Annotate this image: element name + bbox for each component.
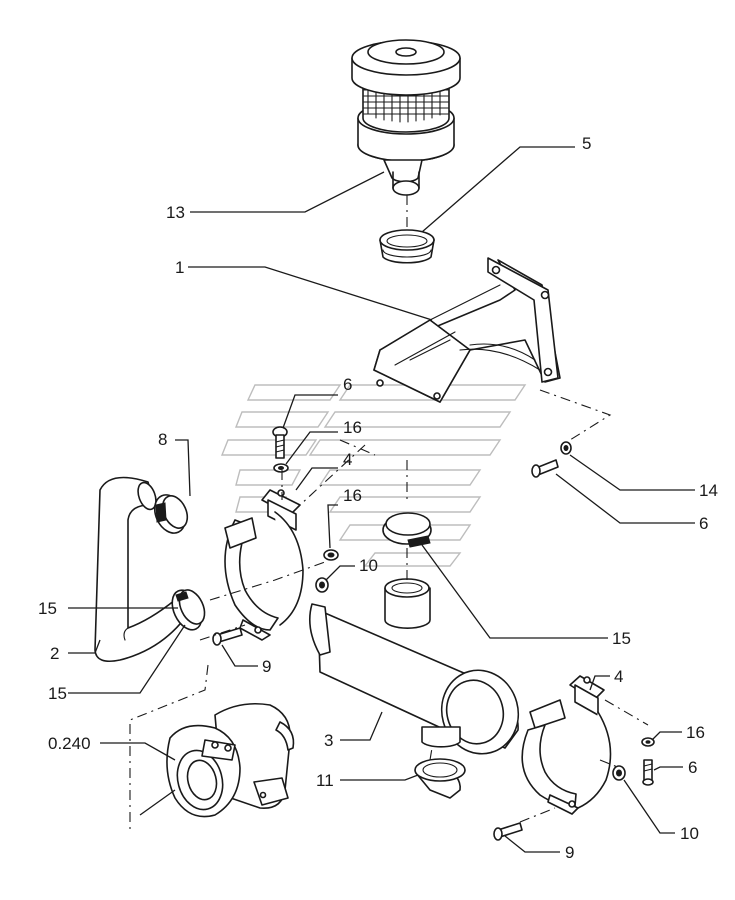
leader-lines	[68, 146, 695, 853]
callout-10-middle: 10	[359, 556, 378, 575]
nut-10-lower	[612, 765, 626, 781]
callout-5: 5	[582, 134, 591, 153]
bolt-9-left	[212, 627, 243, 646]
callout-0240: 0.240	[48, 734, 91, 753]
callout-6-upper: 6	[343, 375, 352, 394]
callout-15-left-upper: 15	[38, 599, 57, 618]
callout-8: 8	[158, 430, 167, 449]
turbocharger-0240	[166, 702, 295, 818]
callout-15-left-lower: 15	[48, 684, 67, 703]
clamp-band-4-lower	[521, 675, 612, 815]
bracket-1	[373, 257, 561, 403]
watermark-logo	[220, 384, 527, 567]
valve-11	[414, 758, 466, 799]
callout-4-upper: 4	[343, 450, 352, 469]
nut-10-middle	[315, 577, 329, 593]
callout-11: 11	[316, 771, 334, 790]
callout-2: 2	[50, 644, 59, 663]
bolt-6-upper	[272, 426, 288, 459]
air-filter-13	[351, 39, 461, 196]
bolt-6-lower	[642, 759, 654, 786]
callout-13: 13	[166, 203, 185, 222]
hose-2	[94, 476, 186, 663]
callout-9-lower: 9	[565, 843, 574, 862]
bolt-9-lower	[493, 822, 523, 841]
callout-3: 3	[324, 731, 333, 750]
hose-clamp-8	[153, 494, 189, 534]
callout-6-lower: 6	[688, 758, 697, 777]
callout-10-lower: 10	[680, 824, 699, 843]
callout-14: 14	[699, 481, 718, 500]
bolt-6-right	[531, 459, 559, 478]
callout-9-left: 9	[262, 657, 271, 676]
hose-clamp-15-left	[171, 589, 206, 631]
callout-1: 1	[175, 258, 184, 277]
callout-4-lower: 4	[614, 667, 623, 686]
callout-6-right: 6	[699, 514, 708, 533]
assembly-axes	[129, 195, 649, 830]
washer-14	[560, 441, 572, 455]
washer-16-lower	[641, 737, 655, 747]
callout-labels: 13 5 1 6 16 8 4 16 14 6 10 15 15 2 15 9 …	[38, 134, 718, 862]
callout-16-lower: 16	[686, 723, 705, 742]
washer-16-middle	[323, 549, 339, 561]
hose-clamp-15-top	[382, 512, 432, 548]
connector-5	[379, 229, 435, 264]
callout-16-middle: 16	[343, 486, 362, 505]
callout-16-upper: 16	[343, 418, 362, 437]
callout-15-right: 15	[612, 629, 631, 648]
housing-3	[309, 578, 520, 755]
washer-16-upper	[273, 463, 289, 473]
